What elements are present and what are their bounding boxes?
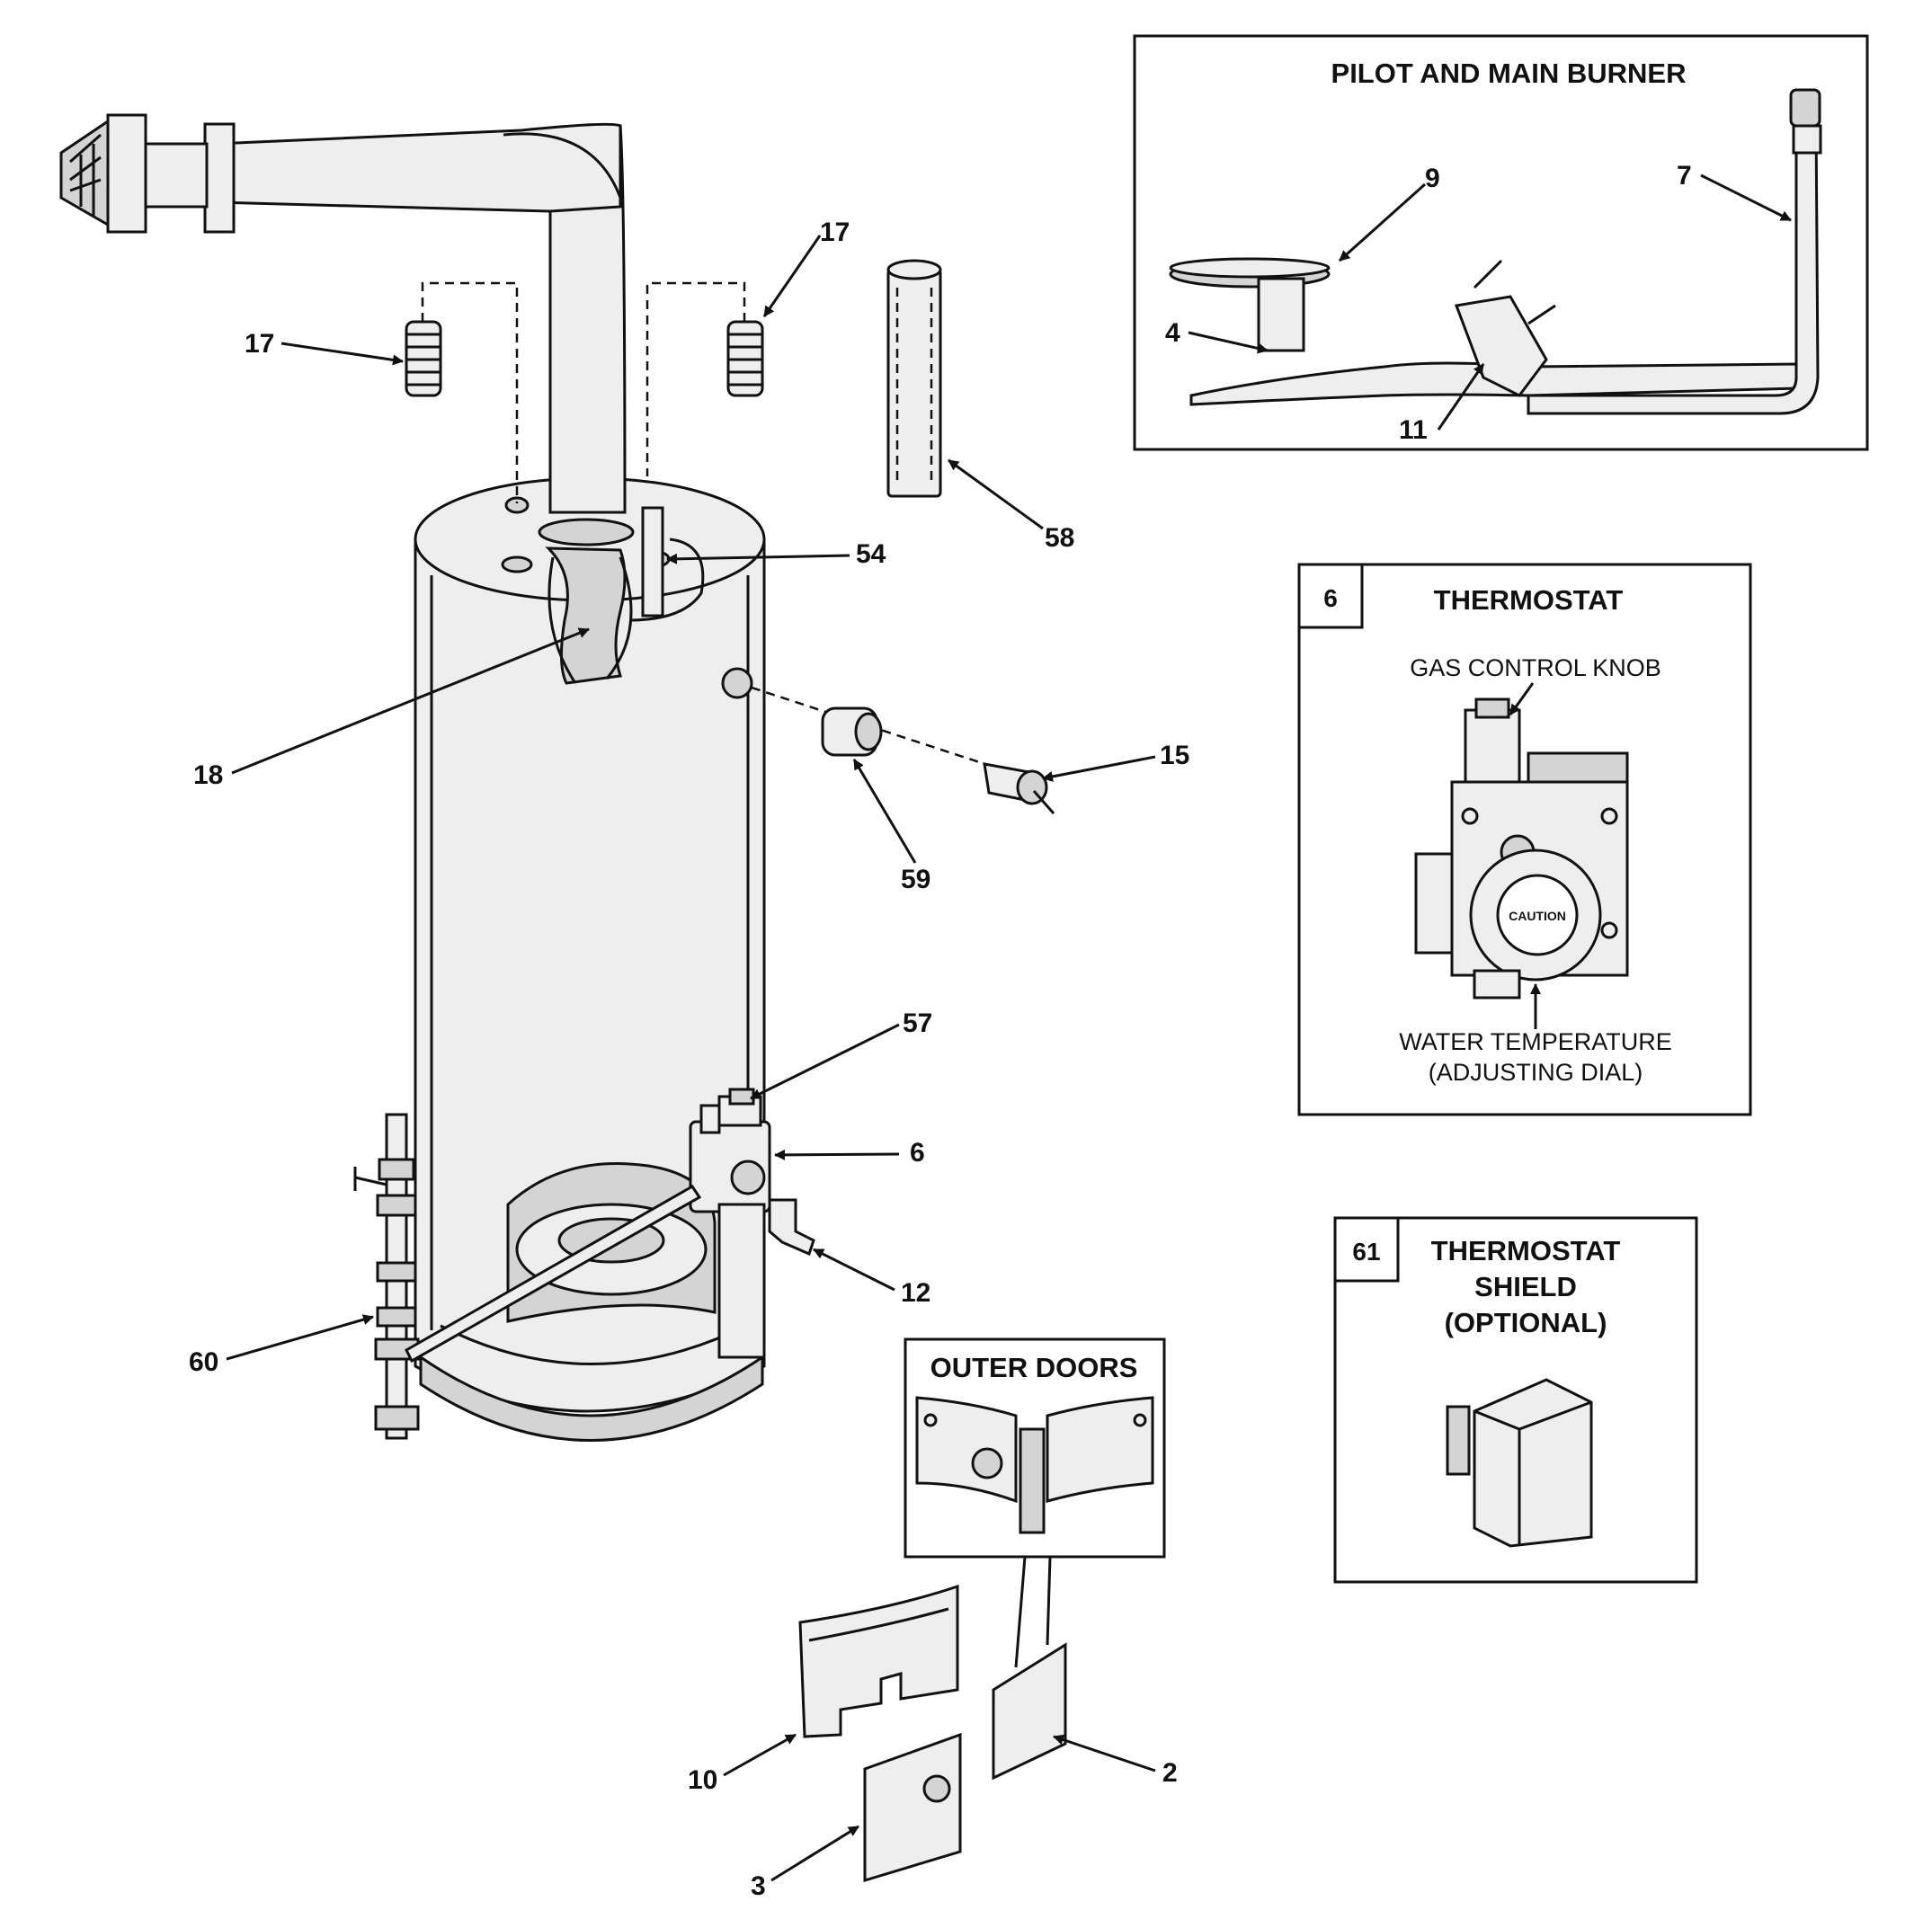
water-temperature-label: WATER TEMPERATURE (1399, 1028, 1672, 1055)
callout-12: 12 (901, 1278, 930, 1308)
callout-4: 4 (1165, 318, 1180, 348)
outer-door-upper (798, 1584, 959, 1738)
gas-control-valve (689, 1088, 771, 1359)
thermostat-panel-title: THERMOSTAT (1434, 584, 1624, 616)
flue-vent-pipe (59, 113, 635, 546)
callout-15: 15 (1160, 741, 1189, 770)
outer-door-left (863, 1732, 962, 1883)
callout-3: 3 (751, 1871, 766, 1901)
callout-54: 54 (856, 539, 886, 569)
shield-title-line1: THERMOSTAT (1431, 1235, 1621, 1266)
nipple-left-guide (421, 281, 519, 503)
callout-17-right: 17 (820, 218, 850, 247)
adjusting-dial-label: (ADJUSTING DIAL) (1429, 1059, 1643, 1086)
nipple-left (405, 320, 442, 397)
gas-control-knob-label: GAS CONTROL KNOB (1410, 654, 1661, 681)
flue-baffle (545, 546, 633, 685)
panel-thermostat-shield: 61 THERMOSTAT SHIELD (OPTIONAL) (1333, 1216, 1698, 1584)
callout-2: 2 (1162, 1758, 1178, 1788)
callout-10: 10 (688, 1765, 717, 1795)
callout-7: 7 (1677, 161, 1692, 191)
outer-doors-leader (1014, 1556, 1052, 1668)
outer-doors-title: OUTER DOORS (930, 1352, 1138, 1383)
callout-11: 11 (1399, 415, 1428, 445)
callout-6: 6 (910, 1138, 925, 1168)
panel-thermostat: 6 THERMOSTAT GAS CONTROL KNOB CAUTION WA… (1297, 563, 1752, 1116)
callout-9: 9 (1425, 164, 1440, 193)
dip-tube (886, 259, 942, 498)
callout-17-left: 17 (245, 329, 274, 359)
nipple-right-guide (645, 281, 746, 476)
nipple-right (726, 320, 764, 397)
shield-number-box: 61 (1352, 1238, 1380, 1266)
tp-valve (983, 762, 1055, 814)
shield-title-line3: (OPTIONAL) (1445, 1307, 1607, 1338)
thermostat-number-box: 6 (1323, 584, 1338, 612)
callout-60: 60 (189, 1347, 218, 1377)
callout-59: 59 (901, 865, 930, 894)
gas-supply-pipe (353, 1113, 702, 1440)
drain-valve (768, 1198, 815, 1257)
callout-57: 57 (903, 1008, 932, 1038)
caution-label: CAUTION (1509, 909, 1566, 923)
anode-rod (628, 506, 705, 622)
panel-outer-doors: OUTER DOORS (904, 1337, 1166, 1559)
callout-18: 18 (193, 760, 223, 790)
bushing (821, 706, 883, 757)
outer-door-right (992, 1642, 1067, 1781)
shield-title-line2: SHIELD (1474, 1271, 1577, 1302)
panel-pilot-main-burner: PILOT AND MAIN BURNER (1133, 34, 1869, 451)
callout-58: 58 (1045, 523, 1074, 553)
panel-pilot-title: PILOT AND MAIN BURNER (1331, 58, 1687, 89)
